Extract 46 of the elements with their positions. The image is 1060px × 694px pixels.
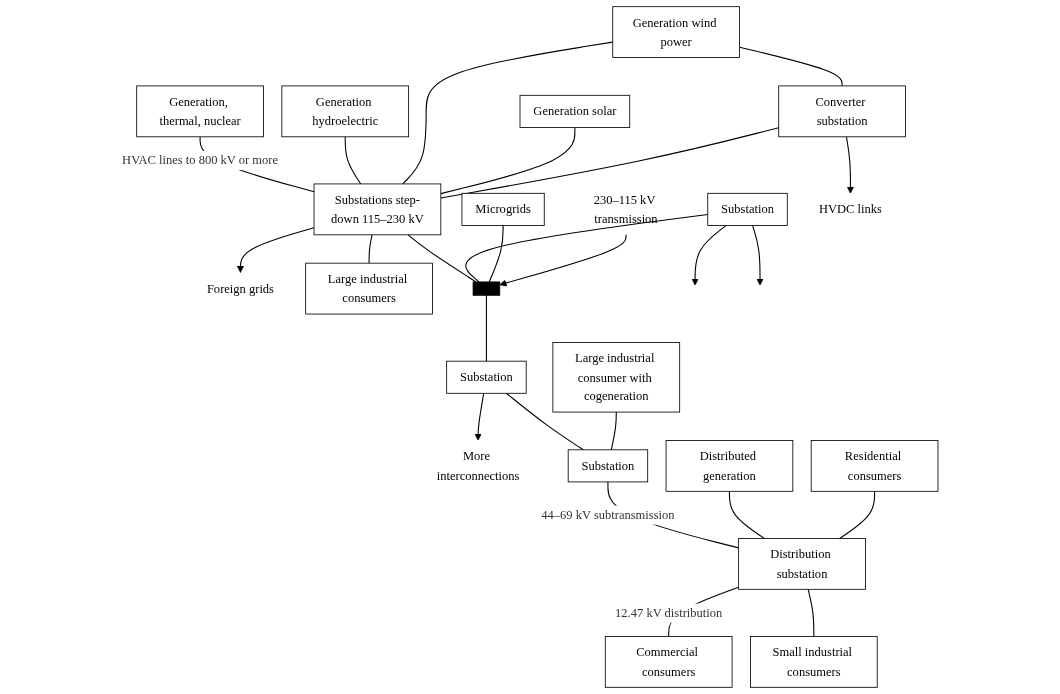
node-box: Substations step-down 115–230 kV — [313, 183, 442, 236]
connector — [505, 392, 584, 451]
node-box: Microgrids — [461, 192, 545, 226]
node-box: Generation, thermal, nuclear — [136, 85, 264, 138]
connector — [368, 234, 373, 264]
node-box: Commercial consumers — [604, 636, 733, 688]
arrow — [752, 224, 764, 286]
connector — [485, 294, 487, 362]
connector — [465, 214, 709, 283]
edge-label: HVAC lines to 800 kV or more — [122, 153, 279, 167]
node-box: Distributed generation — [665, 440, 794, 492]
arrow — [691, 224, 727, 286]
node-text: 230–115 kV transmission — [593, 193, 658, 226]
node-box: Substation — [707, 192, 788, 226]
connector — [407, 234, 477, 283]
arrow — [236, 227, 315, 273]
node-box: Small industrial consumers — [749, 636, 878, 688]
node-text: More interconnections — [436, 449, 520, 482]
node-bar — [472, 281, 501, 296]
connector — [807, 588, 815, 637]
connector — [344, 136, 362, 185]
node-box: Generation hydroelectric — [281, 85, 409, 138]
node-text: HVDC links — [818, 202, 882, 216]
node-box: Distribution substation — [738, 538, 866, 590]
connector — [610, 411, 617, 451]
edge-label: 44–69 kV subtransmission — [541, 507, 675, 522]
node-box: Substation — [567, 449, 649, 483]
node-box: Converter substation — [778, 85, 906, 138]
connector — [728, 490, 765, 539]
connector — [738, 46, 843, 87]
node-box: Substation — [446, 360, 527, 394]
connector — [440, 127, 780, 199]
connector — [402, 41, 614, 185]
connector — [488, 224, 504, 283]
node-box: Large industrial consumer with cogeneration — [552, 342, 681, 413]
node-box: Generation wind power — [612, 6, 740, 58]
arrow — [499, 234, 627, 287]
node-box: Generation solar — [519, 94, 631, 128]
arrow — [845, 136, 855, 194]
arrow — [474, 392, 485, 441]
connector — [839, 490, 876, 539]
node-box: Large industrial consumers — [305, 262, 433, 315]
node-text: Foreign grids — [206, 281, 274, 296]
node-box: Residential consumers — [810, 440, 939, 492]
edge-label: 12.47 kV distribution — [615, 606, 723, 620]
connector — [440, 126, 576, 195]
